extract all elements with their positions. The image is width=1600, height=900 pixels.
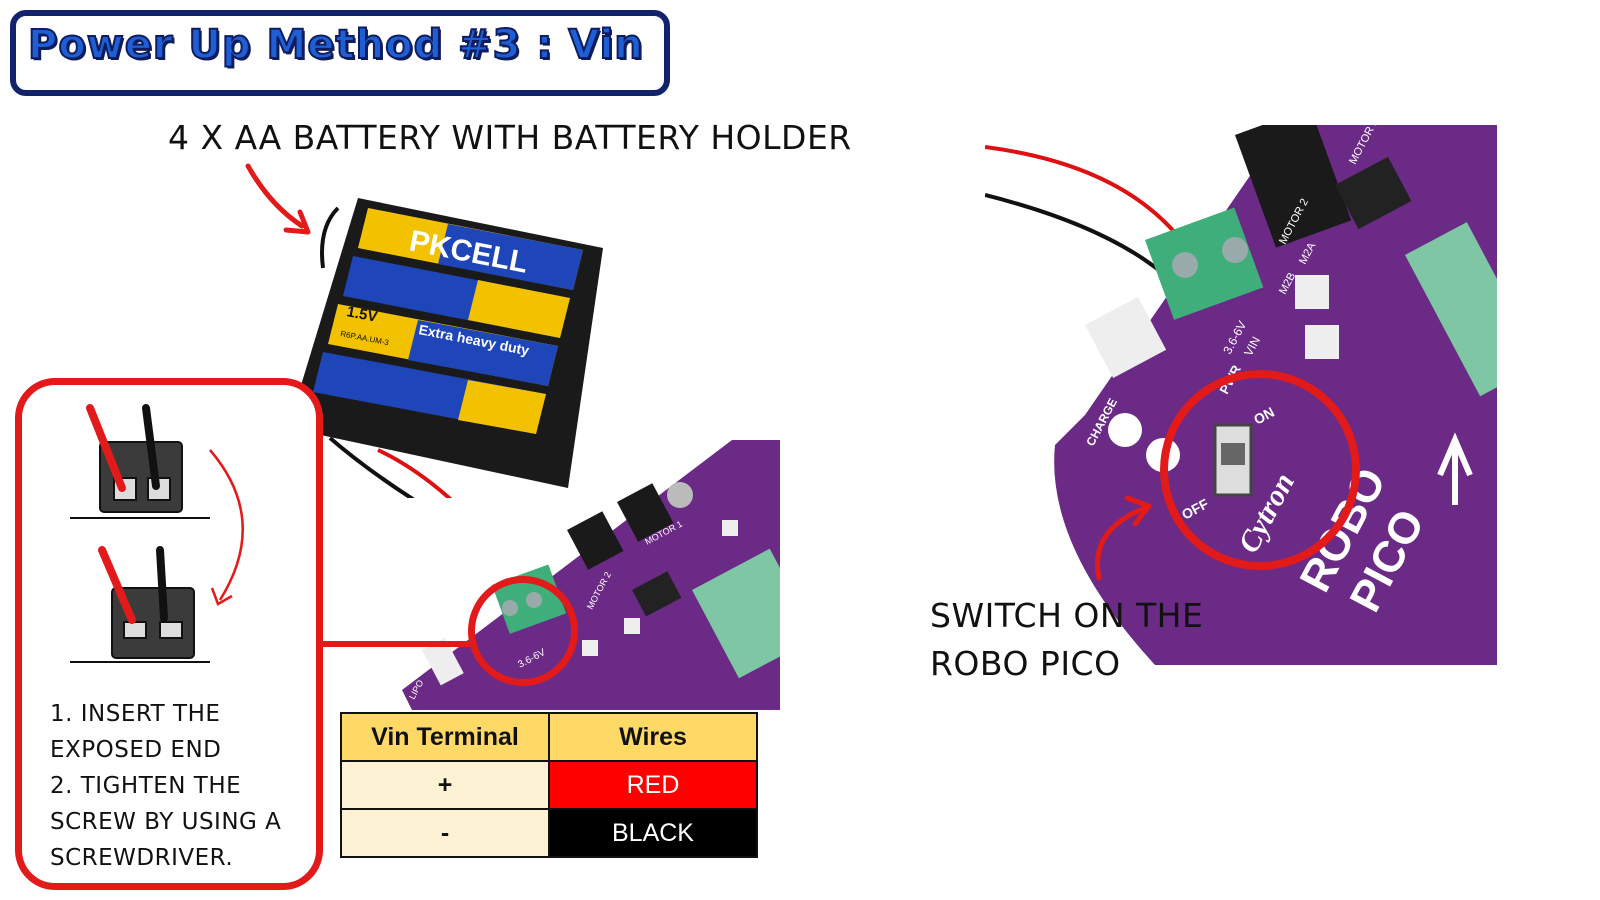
instruction-line: EXPOSED END xyxy=(50,737,222,763)
instruction-line: SCREW BY USING A xyxy=(50,809,282,835)
switch-caption: SWITCH ON THE ROBO PICO xyxy=(930,592,1203,688)
up-arrow-icon xyxy=(1437,432,1473,505)
vin-terminal-highlight-circle xyxy=(468,576,578,686)
switch-arrow-icon xyxy=(1095,495,1152,581)
instruction-steps: 1. INSERT THE EXPOSED END 2. TIGHTEN THE… xyxy=(50,696,281,876)
robo-pico-board-photo-left: 3.6-6V MOTOR 1 MOTOR 2 LIPO xyxy=(402,440,780,710)
battery-holder-photo: PKCELL 1.5V Extra heavy duty R6P.AA.UM-3 xyxy=(288,198,603,498)
switch-caption-line: SWITCH ON THE xyxy=(930,596,1204,635)
callout-connector-line xyxy=(318,641,470,647)
switch-caption-line: ROBO PICO xyxy=(930,644,1121,683)
table-cell: - xyxy=(340,808,550,858)
terminal-insert-diagram xyxy=(70,404,244,663)
table-cell: + xyxy=(340,760,550,810)
instruction-line: SCREWDRIVER. xyxy=(50,845,234,871)
power-switch-highlight-circle xyxy=(1160,370,1360,570)
title-box xyxy=(10,10,670,96)
page-title: Power Up Method #3 : Vin xyxy=(27,21,644,69)
instruction-line: 2. TIGHTEN THE xyxy=(50,773,242,799)
battery-caption: 4 X AA BATTERY WITH BATTERY HOLDER xyxy=(168,118,852,157)
table-cell: BLACK xyxy=(548,808,758,858)
instruction-line: 1. INSERT THE xyxy=(50,701,221,727)
vin-wiring-table: Vin Terminal Wires + RED - BLACK xyxy=(340,712,758,858)
table-cell: RED xyxy=(548,760,758,810)
table-row: + RED xyxy=(340,760,758,810)
battery-arrow-icon xyxy=(245,163,311,235)
table-header-row: Vin Terminal Wires xyxy=(340,712,758,762)
table-header-cell: Vin Terminal xyxy=(340,712,550,762)
battery-voltage-text: 1.5V xyxy=(345,303,379,326)
table-header-cell: Wires xyxy=(548,712,758,762)
table-row: - BLACK xyxy=(340,808,758,858)
